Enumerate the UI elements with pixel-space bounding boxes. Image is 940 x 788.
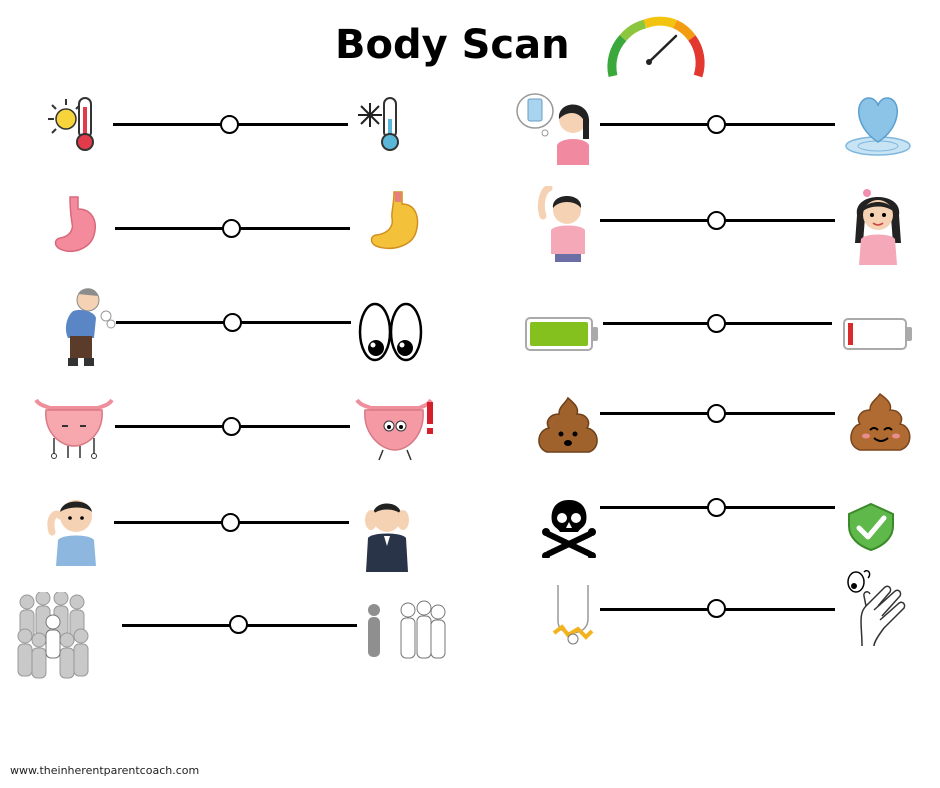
website-footer: www.theinherentparentcoach.com [10,764,200,777]
hurting-person-icon [537,186,585,262]
wide-awake-eyes-icon [358,302,423,362]
listening-person-icon [47,500,96,566]
worried-poop-icon [538,396,598,453]
foot-stepping-icon [552,585,594,645]
water-heart-icon [845,97,911,156]
bladder-slider-knob[interactable] [222,417,241,436]
energy-slider-knob[interactable] [707,314,726,333]
safety-slider-knob[interactable] [707,498,726,517]
hot-thermometer-icon [48,97,94,151]
happy-poop-icon [850,392,911,451]
page-title: Body Scan [335,22,570,68]
tired-person-icon [65,288,116,366]
gauge-icon [607,16,705,78]
poop-slider-knob[interactable] [707,404,726,423]
hunger-slider-knob[interactable] [222,219,241,238]
noise-slider-knob[interactable] [221,513,240,532]
covering-ears-person-icon [365,503,409,572]
empty-battery-icon [843,318,912,350]
crowd-icon [17,592,89,679]
calm-bladder-icon [34,398,114,459]
full-bladder-icon [355,398,433,461]
temperature-slider-knob[interactable] [220,115,239,134]
skull-crossbones-icon [542,500,596,558]
pain-slider-knob[interactable] [707,211,726,230]
touch-slider-knob[interactable] [707,599,726,618]
cold-thermometer-icon [358,97,399,151]
happy-person-icon [855,189,901,265]
empty-stomach-icon [54,196,96,253]
thirst-slider-knob[interactable] [707,115,726,134]
company-slider-knob[interactable] [229,615,248,634]
soft-touch-hand-icon [847,569,906,647]
tiredness-slider-knob[interactable] [223,313,242,332]
full-battery-icon [525,317,598,351]
check-shield-icon [848,502,894,552]
full-stomach-icon [370,191,419,250]
thirsty-person-icon [516,93,590,165]
alone-person-icon [368,600,446,659]
